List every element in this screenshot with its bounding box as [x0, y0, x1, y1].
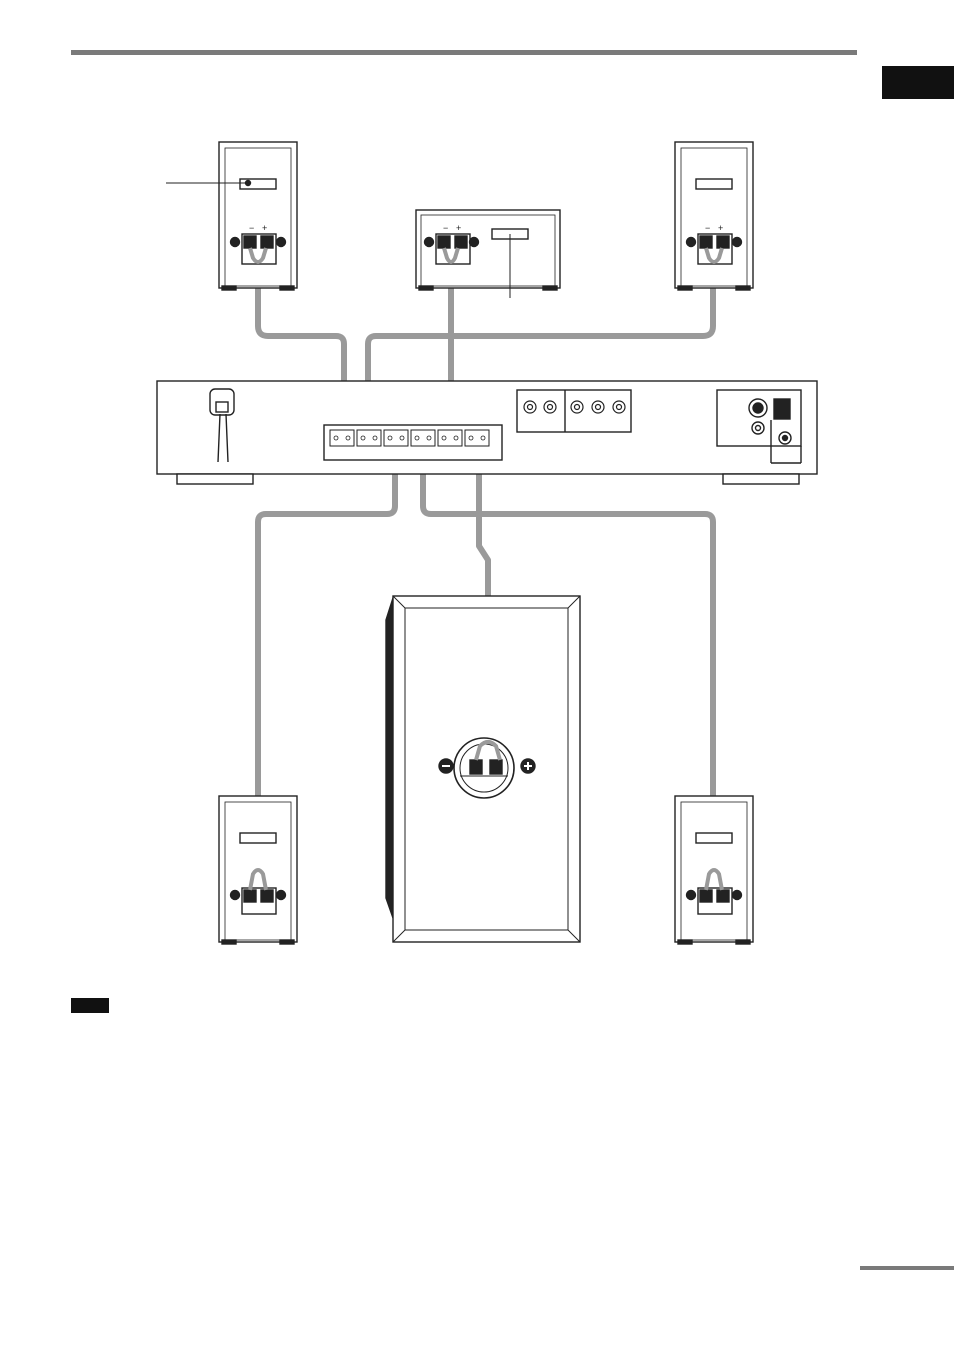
- center-minus-label: −: [443, 223, 448, 233]
- sub-terminal-plate: [454, 738, 514, 798]
- subwoofer: [386, 596, 580, 942]
- front-right-plus-label: +: [718, 223, 723, 233]
- front-left-speaker: [219, 142, 297, 290]
- note-badge: [71, 998, 109, 1013]
- center-plus-label: +: [456, 223, 461, 233]
- am-antenna-terminal: [774, 399, 790, 419]
- front-left-plus-label: +: [262, 223, 267, 233]
- front-right-speaker: [675, 142, 753, 290]
- center-speaker: [416, 210, 560, 290]
- callout-dot: [246, 181, 251, 186]
- main-unit-rear-panel: [157, 381, 817, 484]
- front-right-minus-label: −: [705, 223, 710, 233]
- front-left-minus-label: −: [249, 223, 254, 233]
